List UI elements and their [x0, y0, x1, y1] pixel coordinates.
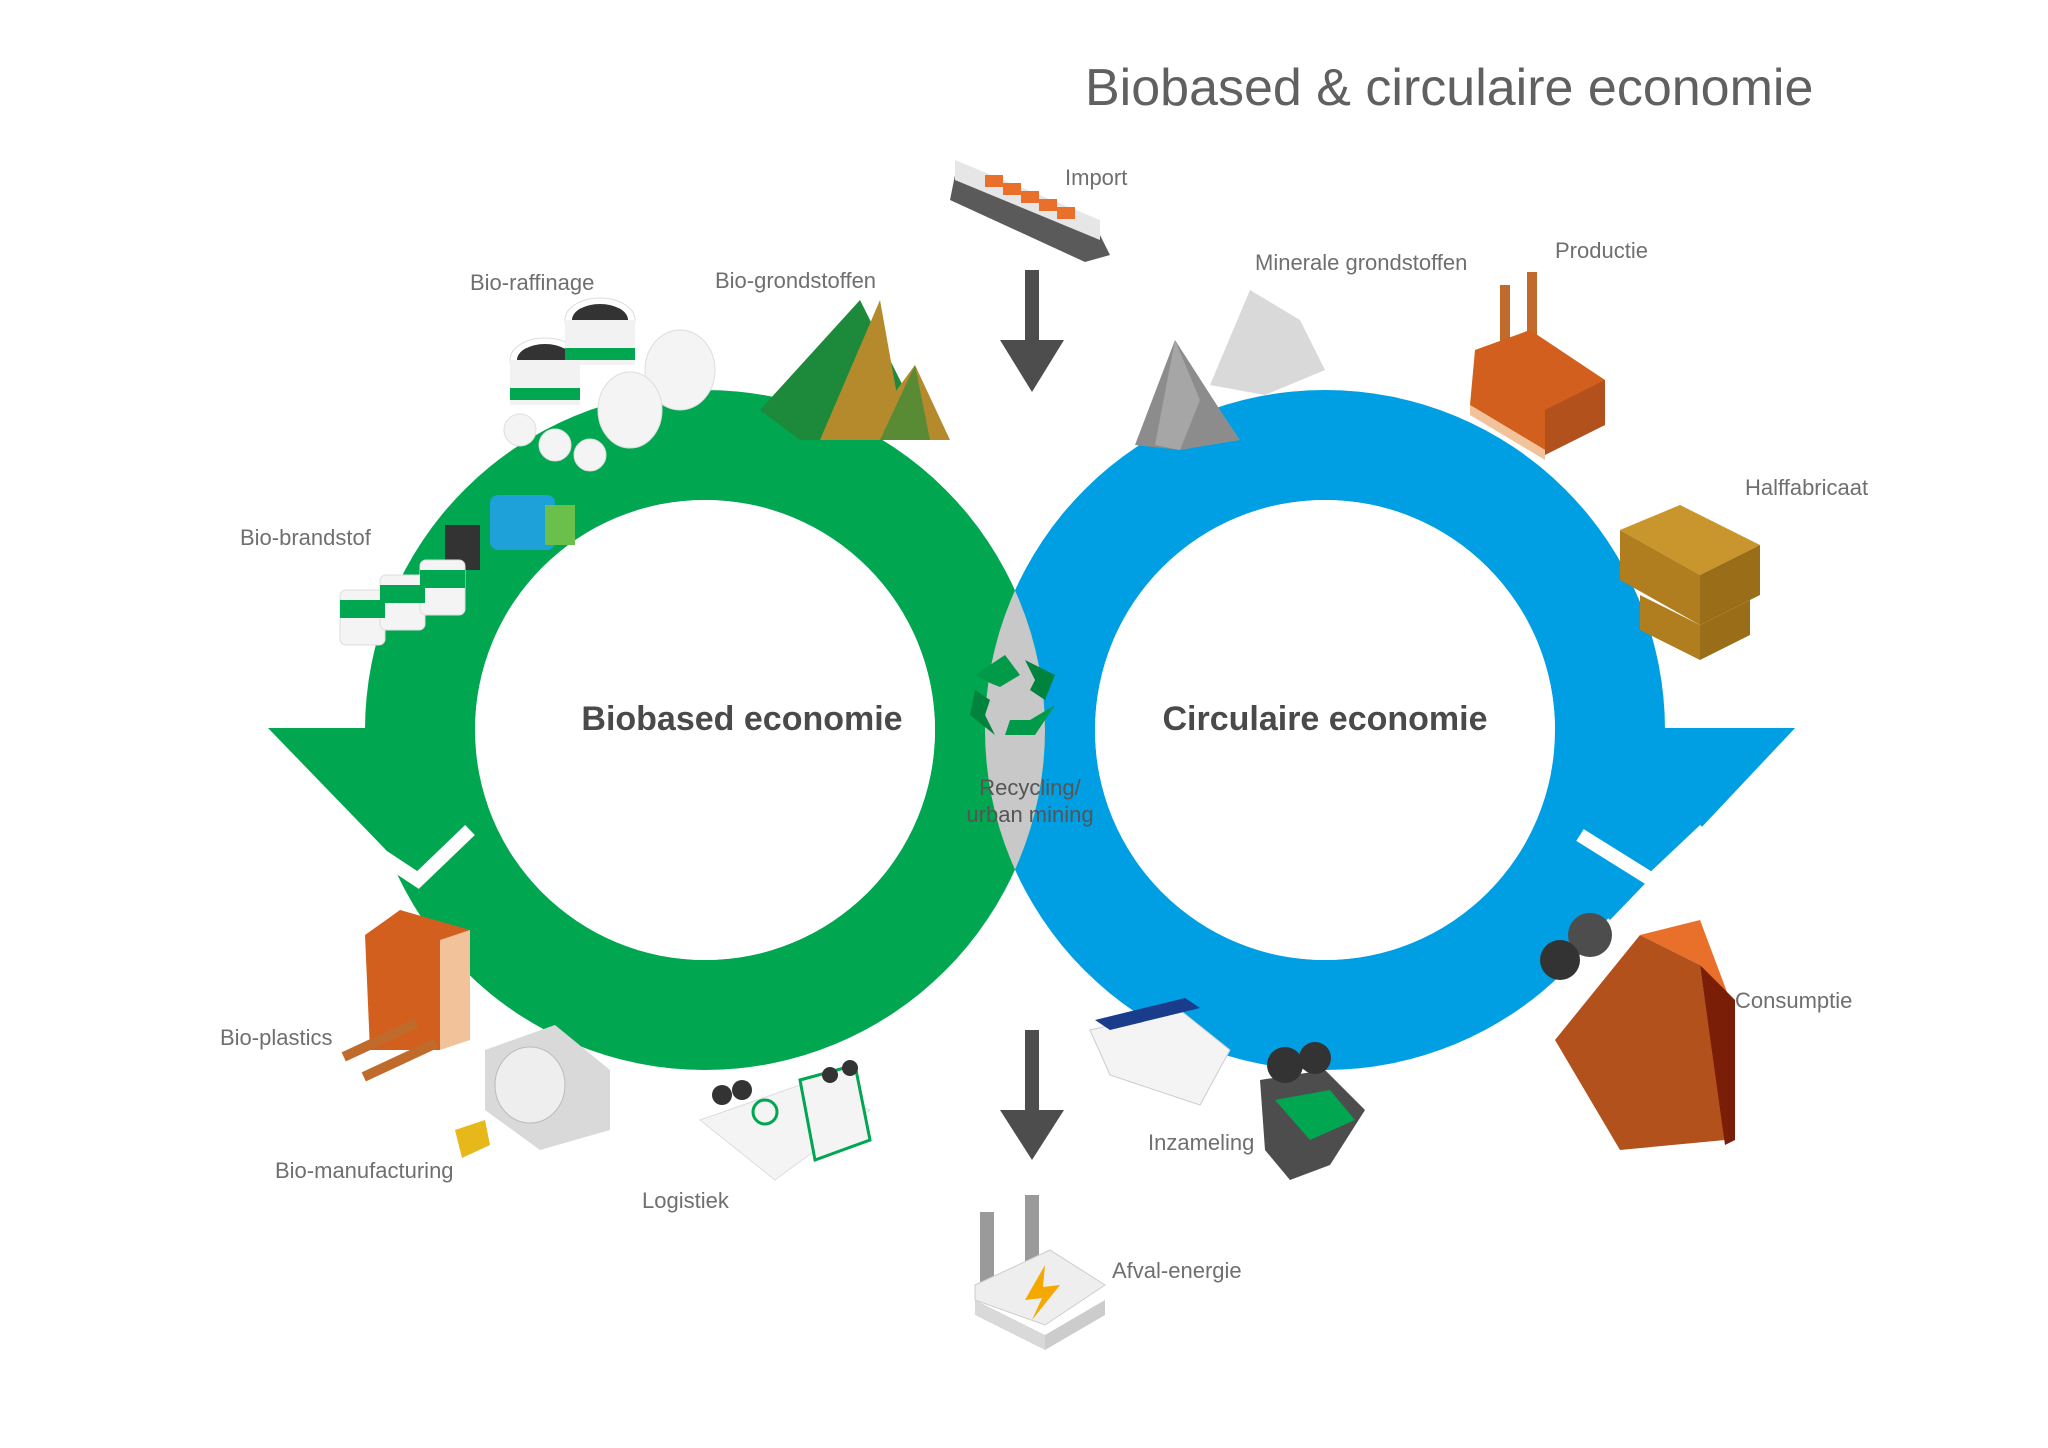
- bio-grondstoffen-label: Bio-grondstoffen: [715, 268, 876, 293]
- storage-tanks-icon: [503, 297, 716, 472]
- waste-arrow: [1000, 1030, 1064, 1160]
- hills-icon: [760, 300, 950, 440]
- page-title: Biobased & circulaire economie: [1085, 59, 1813, 117]
- garbage-truck-icon: [1089, 998, 1365, 1180]
- import-label: Import: [1065, 165, 1127, 190]
- bio-manufacturing-label: Bio-manufacturing: [275, 1158, 454, 1183]
- recycle-icon: [970, 655, 1055, 735]
- plastics-factory-icon: [341, 910, 470, 1082]
- recycling-label-line1: Recycling/: [979, 775, 1081, 800]
- circular-economy-label: Circulaire economie: [1162, 700, 1487, 738]
- afval-energie-label: Afval-energie: [1112, 1258, 1242, 1283]
- factory-icon: [1470, 272, 1605, 460]
- productie-label: Productie: [1555, 238, 1648, 263]
- biobased-economy-label: Biobased economie: [581, 700, 902, 738]
- import-arrow: [1000, 270, 1064, 392]
- halffabricaat-label: Halffabricaat: [1745, 475, 1868, 500]
- power-plant-icon: [974, 1195, 1106, 1350]
- recycling-label-line2: urban mining: [966, 802, 1093, 827]
- logistiek-label: Logistiek: [642, 1188, 730, 1213]
- delivery-truck-icon: [698, 1060, 872, 1181]
- fuel-truck-icon: [339, 495, 575, 646]
- minerale-grondstoffen-label: Minerale grondstoffen: [1255, 250, 1467, 275]
- circular-loop-arrow: [1510, 728, 1795, 889]
- apartment-building-icon: [1540, 913, 1735, 1150]
- consumptie-label: Consumptie: [1735, 988, 1852, 1013]
- inzameling-label: Inzameling: [1148, 1130, 1254, 1155]
- mineral-rocks-icon: [1135, 290, 1325, 450]
- bio-plastics-label: Bio-plastics: [220, 1025, 332, 1050]
- cargo-ship-icon: [950, 160, 1110, 262]
- bio-raffinage-label: Bio-raffinage: [470, 270, 594, 295]
- machine-icon: [455, 1025, 610, 1158]
- boxes-icon: [1620, 505, 1760, 660]
- bio-brandstof-label: Bio-brandstof: [240, 525, 372, 550]
